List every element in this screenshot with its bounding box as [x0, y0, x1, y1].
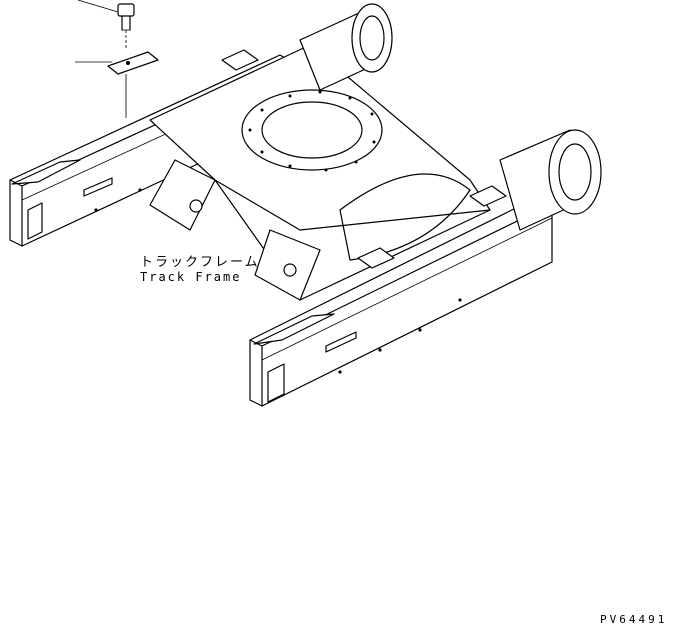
right-track-rail — [249, 195, 553, 407]
mounting-pads — [221, 49, 507, 269]
bolt — [117, 3, 135, 48]
leader-lines — [75, 0, 119, 63]
part-label-japanese: トラックフレーム — [140, 255, 260, 270]
swing-circle — [241, 89, 383, 172]
cylinder-boss-right — [499, 129, 602, 231]
cover-plate — [107, 51, 159, 118]
figure-code: PV64491 — [600, 613, 668, 626]
center-frame — [149, 44, 491, 301]
cylinder-boss-upper — [299, 3, 393, 91]
part-label-english: Track Frame — [140, 270, 242, 284]
